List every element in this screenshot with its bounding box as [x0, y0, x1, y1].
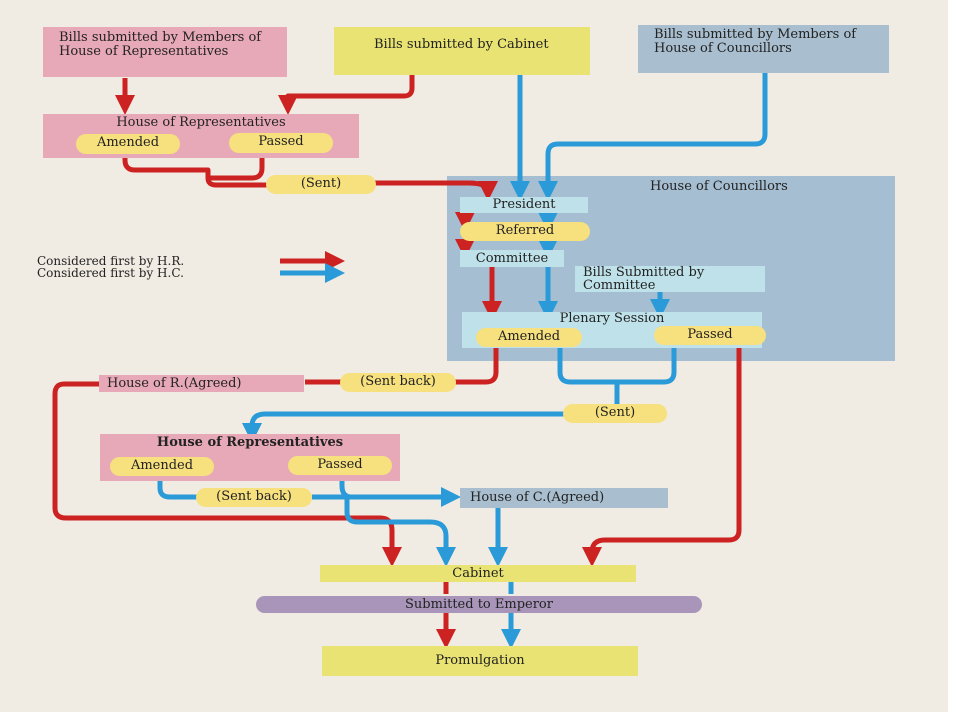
hc-bills-by-committee-box: Bills Submitted by Committee — [575, 266, 765, 292]
source-hr-members: Bills submitted by Members of House of R… — [43, 27, 287, 77]
source-cabinet-label: Bills submitted by Cabinet — [374, 37, 549, 52]
final-promulgation-box: Promulgation — [322, 646, 638, 676]
hc-referred-pill: Referred — [460, 222, 590, 241]
final-cabinet-box: Cabinet — [320, 565, 636, 582]
red-arrow-cabinet-to-hr — [278, 75, 415, 115]
hr-first-title: House of Representatives — [116, 115, 286, 130]
legend-hc-label: Considered first by H.C. — [37, 266, 184, 280]
hc-president-box: President — [460, 197, 588, 213]
hr-first-passed-pill: Passed — [229, 133, 333, 153]
hc-amended-pill: Amended — [476, 328, 582, 347]
middle-sent-back-pill: (Sent back) — [340, 373, 456, 392]
source-cabinet: Bills submitted by Cabinet — [334, 27, 590, 75]
red-arrow-passed-cabinet — [582, 345, 742, 567]
hc-plenary-title: Plenary Session — [559, 311, 665, 326]
red-line-amended-sent — [122, 152, 268, 188]
hc-bills-by-committee-label: Bills Submitted by Committee — [583, 265, 705, 293]
red-line-amended-sentback — [455, 345, 499, 385]
middle-sent-pill: (Sent) — [563, 404, 667, 423]
source-hc-members: Bills submitted by Members of House of C… — [638, 25, 889, 73]
flow-arrows — [52, 72, 768, 712]
hr-first-sent-pill: (Sent) — [266, 175, 376, 194]
hr-first-amended-pill: Amended — [76, 134, 180, 154]
blue-arrow-sent-to-hr2 — [242, 411, 565, 443]
hc-passed-pill: Passed — [654, 326, 766, 345]
blue-line-amended-down — [557, 345, 677, 385]
red-arrow-sent-to-president — [375, 180, 498, 201]
hr-second-passed-pill: Passed — [288, 456, 392, 475]
final-emperor-bar: Submitted to Emperor — [256, 596, 702, 613]
red-line-passed-sent — [208, 152, 265, 181]
legend-hr-label: Considered first by H.R. — [37, 254, 185, 268]
hc-title: House of Councillors — [650, 179, 788, 194]
hr-second-sent-back-pill: (Sent back) — [196, 488, 312, 507]
hc-agreed-box: House of C.(Agreed) — [460, 488, 668, 508]
blue-arrow-hr2-passed-cabinet — [339, 476, 446, 558]
source-hc-members-label: Bills submitted by Members of House of C… — [654, 27, 857, 56]
hr-second-amended-pill: Amended — [110, 457, 214, 476]
hr-second-title: House of Representatives — [156, 435, 344, 450]
diagram-canvas: Bills submitted by Members of House of R… — [0, 0, 948, 712]
source-hr-members-label: Bills submitted by Members of House of R… — [59, 30, 262, 59]
blue-line-hr2-amended-sentback — [157, 476, 198, 500]
blue-arrow-hc-members-to-president — [538, 72, 768, 201]
hr-agreed-box: House of R.(Agreed) — [99, 375, 304, 392]
hc-committee-box: Committee — [460, 250, 564, 267]
